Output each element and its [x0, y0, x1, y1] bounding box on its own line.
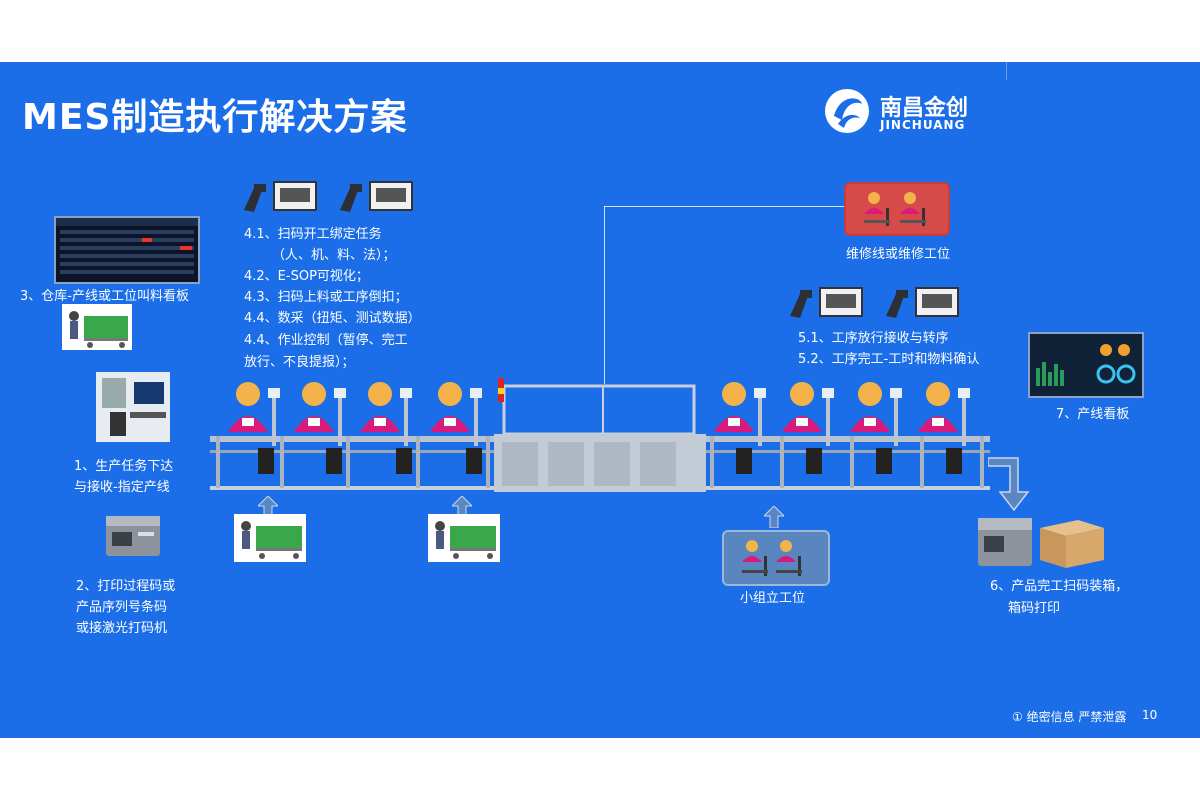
barcode-scanner-icon: [244, 184, 266, 212]
barcode-scanner-icon: [886, 290, 908, 318]
content-panel: [0, 62, 1200, 738]
worker-station-3: [360, 382, 412, 446]
label-print-2: 产品序列号条码: [76, 600, 168, 615]
sub-assembly-box: [722, 530, 830, 586]
brand-logo: 南昌金创 JINCHUANG: [822, 86, 992, 142]
label-4-4c: 放行、不良提报）；: [244, 355, 355, 370]
bottom-margin: [0, 738, 1200, 800]
repair-connector-vertical: [604, 206, 605, 384]
label-4-3: 4.3、扫码上料或工序倒扣；: [244, 290, 408, 305]
top-margin: [0, 0, 1200, 62]
page-title: MES制造执行解决方案: [22, 97, 408, 138]
worker-icon: [228, 382, 268, 432]
confidential-notice: ① 绝密信息 严禁泄露: [1012, 710, 1127, 724]
label-task-issue-1: 1、生产任务下达: [74, 459, 174, 474]
worker-icon: [714, 382, 754, 432]
label-4-4a: 4.4、数采（扭矩、测试数据）: [244, 311, 421, 326]
logo-en-text: JINCHUANG: [880, 118, 966, 132]
barcode-scanner-icon: [790, 290, 812, 318]
scanner-terminal-group-left: [244, 181, 413, 212]
barcode-printer-image: [104, 510, 162, 560]
repair-station-box: [844, 182, 950, 236]
repair-connector-horizontal: [604, 206, 844, 207]
page-number: 10: [1142, 708, 1158, 722]
label-line-kanban: 7、产线看板: [1056, 407, 1130, 422]
worker-icon: [294, 382, 334, 432]
label-4-2: 4.2、E-SOP可视化；: [244, 269, 369, 284]
label-5-2: 5.2、工序完工-工时和物料确认: [798, 352, 980, 367]
worker-icon: [782, 382, 822, 432]
worker-station-1: [228, 382, 280, 446]
worker-icon: [360, 382, 400, 432]
workstation-pc-image: [96, 372, 170, 442]
label-4-1a: 4.1、扫码开工绑定任务: [244, 227, 382, 242]
carton-box-icon: [1040, 520, 1104, 568]
label-task-issue-2: 与接收-指定产线: [74, 480, 170, 495]
label-print-3: 或接激光打码机: [76, 621, 168, 636]
label-5-1: 5.1、工序放行接收与转序: [798, 331, 949, 346]
worker-station-6: [782, 382, 834, 446]
feed-cart-image-left: [234, 514, 306, 562]
worker-icon: [742, 540, 762, 562]
label-print-1: 2、打印过程码或: [76, 579, 176, 594]
worker-icon: [864, 192, 884, 214]
scanner-terminal-group-right: [790, 287, 959, 318]
packing-printer-and-box: [978, 518, 1104, 568]
logo-cn-text: 南昌金创: [880, 96, 969, 121]
barcode-scanner-icon: [340, 184, 362, 212]
worker-station-7: [850, 382, 902, 446]
worker-station-8: [918, 382, 970, 446]
worker-station-2: [294, 382, 346, 446]
label-printer-icon: [978, 518, 1032, 566]
label-packing-1: 6、产品完工扫码装箱，: [990, 579, 1129, 594]
header-divider: [1006, 0, 1007, 80]
feed-arrow-left: [258, 496, 278, 516]
material-cart-image: [62, 304, 132, 350]
label-packing-2: 箱码打印: [1008, 601, 1061, 616]
label-warehouse-kanban: 3、仓库-产线或工位叫料看板: [20, 289, 189, 304]
worker-icon: [430, 382, 470, 432]
worker-station-4: [430, 382, 482, 446]
group-feed-arrow: [764, 506, 784, 528]
label-repair-station: 维修线或维修工位: [846, 247, 951, 262]
worker-icon: [900, 192, 920, 214]
worker-icon: [776, 540, 796, 562]
warehouse-kanban-screen: [54, 216, 200, 284]
feed-arrow-middle: [452, 496, 472, 516]
production-line-kanban-screen: [1028, 332, 1144, 398]
logo-icon: [825, 89, 869, 133]
worker-icon: [850, 382, 890, 432]
output-arrow: [988, 457, 1030, 512]
label-sub-assembly: 小组立工位: [740, 591, 806, 606]
feed-cart-image-middle: [428, 514, 500, 562]
worker-icon: [918, 382, 958, 432]
label-4-1b: （人、机、料、法）；: [272, 248, 396, 263]
worker-station-5: [714, 382, 766, 446]
label-4-4b: 4.4、作业控制（暂停、完工: [244, 333, 408, 348]
central-test-machine: [494, 378, 706, 492]
